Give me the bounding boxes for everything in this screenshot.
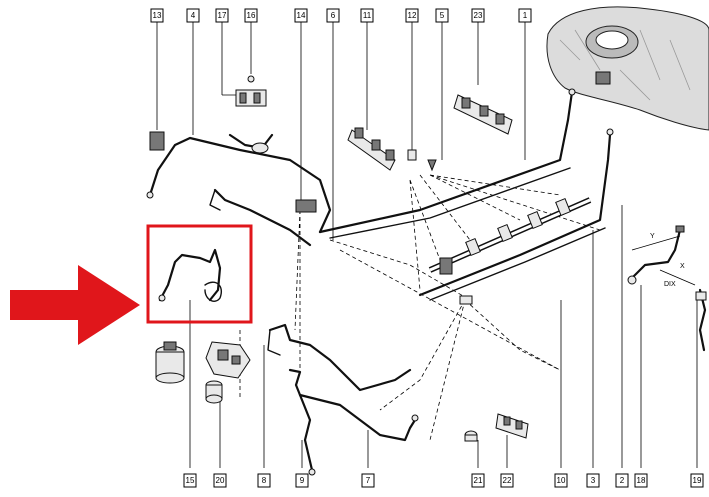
red-arrow	[10, 265, 140, 345]
svg-text:15: 15	[186, 476, 195, 485]
fuel-tank	[546, 6, 709, 131]
svg-text:6: 6	[331, 11, 336, 20]
hose-9	[288, 368, 316, 476]
callout-19: 19	[690, 473, 704, 488]
callout-18: 18	[634, 473, 648, 488]
svg-text:13: 13	[153, 11, 162, 20]
svg-text:18: 18	[637, 476, 646, 485]
callout-15: 15	[183, 473, 197, 488]
clip-5	[427, 159, 437, 172]
hose-upper-left	[146, 131, 332, 234]
callout-9: 9	[295, 473, 309, 488]
svg-text:9: 9	[300, 476, 305, 485]
hose-7	[298, 393, 419, 442]
dimension-drawing-18	[627, 225, 696, 286]
clip-12	[407, 149, 417, 161]
dimension-x-label: X	[680, 263, 685, 270]
callout-7: 7	[361, 473, 375, 488]
pump-assembly	[205, 341, 251, 379]
clip-23	[453, 94, 513, 135]
hose-15	[158, 248, 222, 302]
callout-14: 14	[294, 8, 308, 23]
clip-21	[464, 430, 478, 442]
svg-text:17: 17	[218, 11, 227, 20]
callout-17: 17	[215, 8, 229, 23]
hose-14-down	[209, 188, 312, 247]
svg-text:5: 5	[440, 11, 445, 20]
svg-text:14: 14	[297, 11, 306, 20]
svg-text:16: 16	[247, 11, 256, 20]
svg-text:23: 23	[474, 11, 483, 20]
callout-1: 1	[518, 8, 532, 23]
svg-text:8: 8	[262, 476, 267, 485]
hose-19	[695, 288, 707, 352]
callout-20: 20	[213, 473, 227, 488]
highlight-box	[146, 224, 253, 324]
svg-text:1: 1	[523, 11, 528, 20]
main-fuel-pipes	[318, 88, 614, 301]
callout-2: 2	[615, 473, 629, 488]
svg-text:22: 22	[503, 476, 512, 485]
callout-13: 13	[150, 8, 164, 23]
callout-11: 11	[360, 8, 374, 23]
bracket-17	[235, 75, 267, 107]
svg-text:21: 21	[474, 476, 483, 485]
callout-23: 23	[471, 8, 485, 23]
svg-text:4: 4	[191, 11, 196, 20]
grommet-20	[205, 380, 223, 404]
callout-12: 12	[405, 8, 419, 23]
svg-text:20: 20	[216, 476, 225, 485]
callout-3: 3	[586, 473, 600, 488]
dimension-y-label: Y	[650, 233, 655, 240]
svg-text:7: 7	[366, 476, 371, 485]
leader-lines	[156, 22, 698, 468]
callout-5: 5	[435, 8, 449, 23]
callout-8: 8	[257, 473, 271, 488]
fuel-filter	[155, 341, 185, 384]
svg-text:3: 3	[591, 476, 596, 485]
svg-text:10: 10	[557, 476, 566, 485]
callout-16: 16	[244, 8, 258, 23]
dashed-lines	[239, 174, 601, 441]
svg-text:12: 12	[408, 11, 417, 20]
svg-text:19: 19	[693, 476, 702, 485]
svg-text:2: 2	[620, 476, 625, 485]
connector-10	[459, 295, 473, 305]
clip-22	[495, 413, 529, 439]
callout-6: 6	[326, 8, 340, 23]
clip-rail	[428, 197, 592, 275]
callout-4: 4	[186, 8, 200, 23]
svg-text:11: 11	[363, 11, 372, 20]
callout-22: 22	[500, 473, 514, 488]
callout-10: 10	[554, 473, 568, 488]
clip-11	[347, 127, 396, 171]
hose-8	[267, 323, 412, 392]
callout-21: 21	[471, 473, 485, 488]
connector-14	[228, 133, 317, 213]
dimension-abbr-label: DIX	[664, 281, 676, 288]
